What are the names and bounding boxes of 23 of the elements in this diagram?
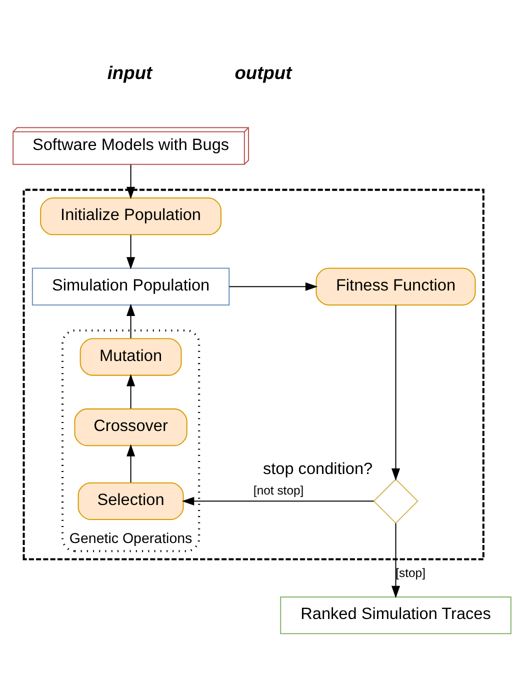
node-box: Initialize Population [40, 197, 221, 236]
arrow [181, 496, 374, 506]
node-box: Crossover [74, 408, 187, 446]
label: input [106, 62, 152, 84]
node-diamond [372, 478, 418, 524]
arrow [126, 234, 135, 270]
node-box: Simulation Population [31, 268, 230, 306]
arrow [126, 164, 135, 200]
arrow [126, 374, 135, 408]
arrow [390, 305, 400, 481]
arrow [228, 282, 318, 291]
node-label: stop condition? [262, 460, 372, 478]
arrow [126, 444, 135, 482]
edge-label: [not stop] [252, 484, 304, 498]
node-box: Ranked Simulation Traces [280, 596, 511, 634]
node-box: Fitness Function [315, 268, 476, 306]
edge-label: [stop] [395, 566, 425, 580]
node-box: Mutation [79, 338, 182, 376]
label: output [234, 62, 292, 84]
cluster [22, 188, 484, 560]
arrow [126, 304, 135, 338]
node-box: Selection [77, 482, 184, 520]
arrow [390, 523, 400, 598]
